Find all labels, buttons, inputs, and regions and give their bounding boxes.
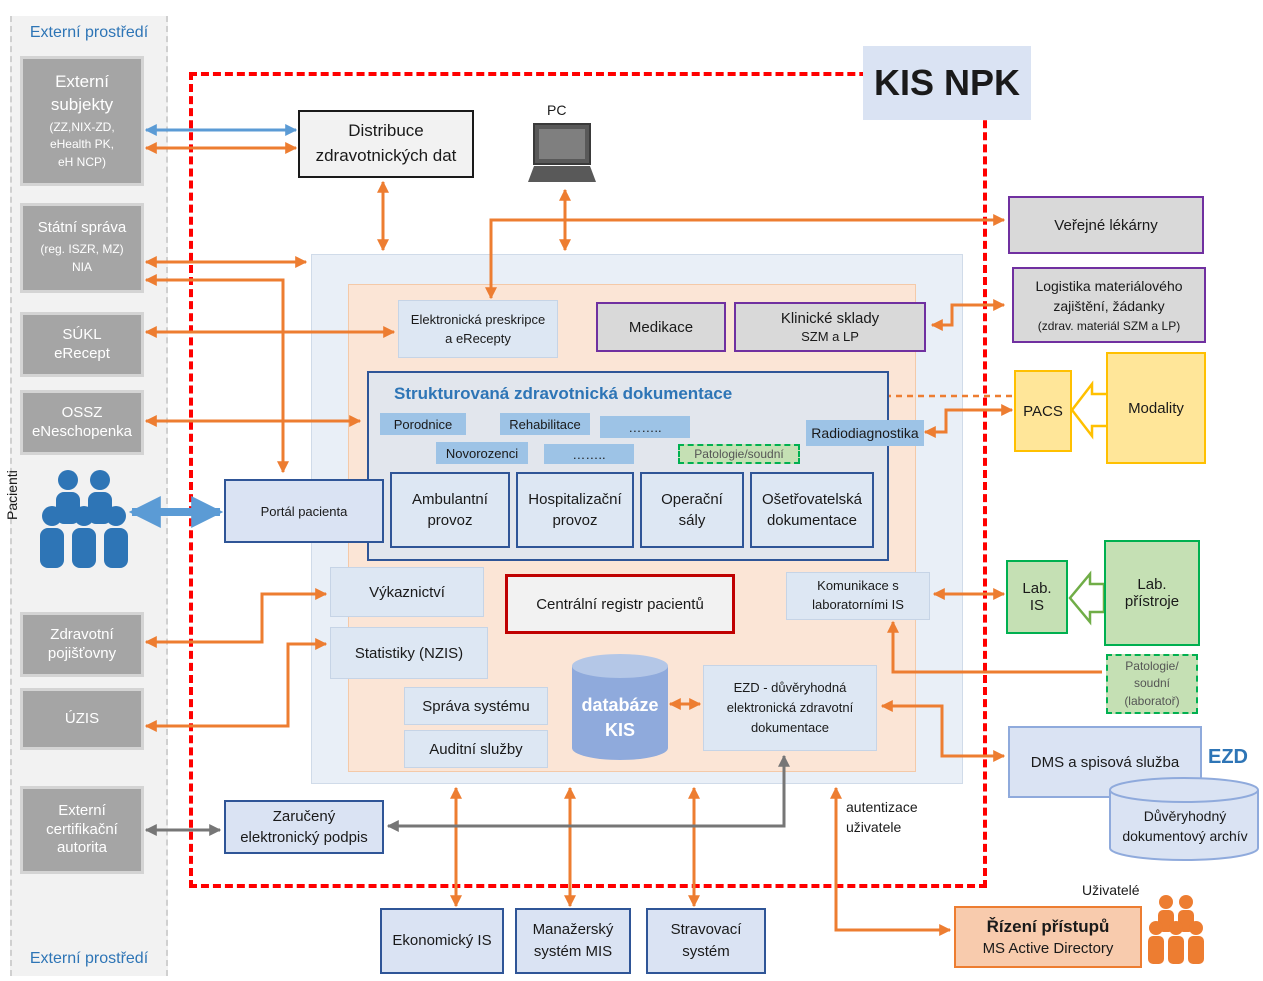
kis-npk-boundary: [189, 72, 987, 888]
centralni-registr-block: Centrální registr pacientů: [505, 574, 735, 634]
archiv-cylinder: [1109, 777, 1259, 861]
tag-novorozenci: Novorozenci: [436, 442, 528, 464]
external-env-bottom-label: Externí prostředí: [29, 950, 149, 967]
arrow-uzis-statistiky: [144, 638, 328, 732]
arrow-modality-pacs: [1070, 380, 1110, 440]
logistika-sub: (zdrav. materiál SZM a LP): [1037, 318, 1181, 333]
tag-more-2: ……..: [544, 444, 634, 464]
external-subjects-sub: (ZZ,NIX-ZD, eHealth PK, eH NCP): [49, 119, 115, 169]
manazersky-system-block: Manažerský systém MIS: [515, 908, 631, 974]
ezd-label: EZD: [1208, 746, 1248, 768]
tag-patologie-soudni: Patologie/soudní: [678, 444, 800, 464]
patients-icon: [40, 470, 128, 568]
dept-osetrovatelska: Ošetřovatelská dokumentace: [750, 472, 874, 548]
arrow-ezd-dms: [880, 700, 1006, 762]
uzivatele-label: Uživatelé: [1082, 882, 1140, 898]
verejne-lekarny-block: Veřejné lékárny: [1008, 196, 1204, 254]
pc-label: PC: [547, 102, 567, 118]
lab-is-block: Lab. IS: [1006, 560, 1068, 634]
lab-pristroje-block: Lab. přístroje: [1104, 540, 1200, 646]
external-subjects-block: Externí subjekty (ZZ,NIX-ZD, eHealth PK,…: [20, 56, 144, 186]
logistika-title: Logistika materiálového zajištění, žádan…: [1035, 278, 1183, 314]
vykaznictvi-block: Výkaznictví: [330, 567, 484, 617]
arrow-ezd-podpis: [386, 754, 790, 832]
rizeni-sub: MS Active Directory: [982, 940, 1114, 957]
certifikacni-autorita-block: Externí certifikační autorita: [20, 786, 144, 874]
dept-hospitalizacni: Hospitalizační provoz: [516, 472, 634, 548]
sukl-block: SÚKL eRecept: [20, 312, 144, 377]
arrow-logistika-sklady: [930, 299, 1006, 331]
auditni-sluzby-block: Auditní služby: [404, 730, 548, 768]
rizeni-pristupu-block[interactable]: Řízení přístupů MS Active Directory: [954, 906, 1142, 968]
dept-operacni: Operační sály: [640, 472, 744, 548]
external-env-top-label: Externí prostředí: [29, 24, 149, 41]
statni-sprava-title: Státní správa: [37, 219, 127, 237]
users-icon: [1148, 895, 1204, 964]
stravovaci-system-block: Stravovací systém: [646, 908, 766, 974]
uzis-block: ÚZIS: [20, 688, 144, 750]
tag-porodnice: Porodnice: [380, 413, 466, 435]
dms-block: DMS a spisová služba: [1008, 726, 1202, 798]
modality-block: Modality: [1106, 352, 1206, 464]
kis-npk-title: KIS NPK: [863, 46, 1031, 120]
eprescription-block: Elektronická preskripce a eRecepty: [398, 300, 558, 358]
zaruceny-podpis-block: Zaručený elektronický podpis: [224, 800, 384, 854]
klinicke-sklady-block: Klinické sklady SZM a LP: [734, 302, 926, 352]
sprava-systemu-block: Správa systému: [404, 687, 548, 725]
dept-ambulantni: Ambulantní provoz: [390, 472, 510, 548]
external-subjects-title: Externí subjekty: [50, 71, 114, 114]
arrow-autentizace: [830, 786, 952, 936]
arrow-labpristroje-labis: [1068, 570, 1106, 626]
arrow-pacs-radio: [923, 404, 1014, 438]
arrow-pojistovny-vykaznictvi: [144, 588, 328, 648]
database-label: databáze KIS: [581, 694, 659, 740]
ossz-block: OSSZ eNeschopenka: [20, 390, 144, 455]
statni-sprava-block: Státní správa (reg. ISZR, MZ) NIA: [20, 203, 144, 293]
arrow-statni-portal: [144, 274, 289, 474]
patologie-laborator-block: Patologie/ soudní (laboratoř): [1106, 654, 1198, 714]
tag-more-1: ……..: [600, 416, 690, 438]
tag-rehabilitace: Rehabilitace: [500, 413, 590, 435]
pacs-block: PACS: [1014, 370, 1072, 452]
portal-pacienta-block[interactable]: Portál pacienta: [224, 479, 384, 543]
ezd-core-block: EZD - důvěryhodná elektronická zdravotní…: [703, 665, 877, 751]
statistiky-block: Statistiky (NZIS): [330, 627, 488, 679]
medikace-block: Medikace: [596, 302, 726, 352]
radiodiagnostika-tag: Radiodiagnostika: [806, 420, 924, 446]
arrow-patologie-komunikace: [887, 620, 1102, 674]
rizeni-title: Řízení přístupů: [986, 917, 1110, 936]
ekonomicky-is-block: Ekonomický IS: [380, 908, 504, 974]
autentizace-label: autentizace uživatele: [846, 799, 918, 835]
patients-label: Pacienti: [4, 470, 20, 520]
logistika-block: Logistika materiálového zajištění, žádan…: [1012, 267, 1206, 343]
klinicke-sklady-sub: SZM a LP: [801, 329, 859, 344]
database-cylinder: [572, 654, 668, 760]
szd-title: Strukturovaná zdravotnická dokumentace: [394, 384, 733, 403]
arrow-lekarny-eprescription: [485, 214, 1006, 300]
statni-sprava-sub: (reg. ISZR, MZ) NIA: [40, 241, 124, 275]
archiv-label: Důvěryhodný dokumentový archív: [1122, 807, 1248, 844]
pc-icon: [528, 123, 596, 182]
komunikace-lab-block: Komunikace s laboratorními IS: [786, 572, 930, 620]
distribuce-block: Distribuce zdravotnických dat: [298, 110, 474, 178]
pojistovny-block: Zdravotní pojišťovny: [20, 612, 144, 677]
klinicke-sklady-title: Klinické sklady: [780, 310, 880, 327]
